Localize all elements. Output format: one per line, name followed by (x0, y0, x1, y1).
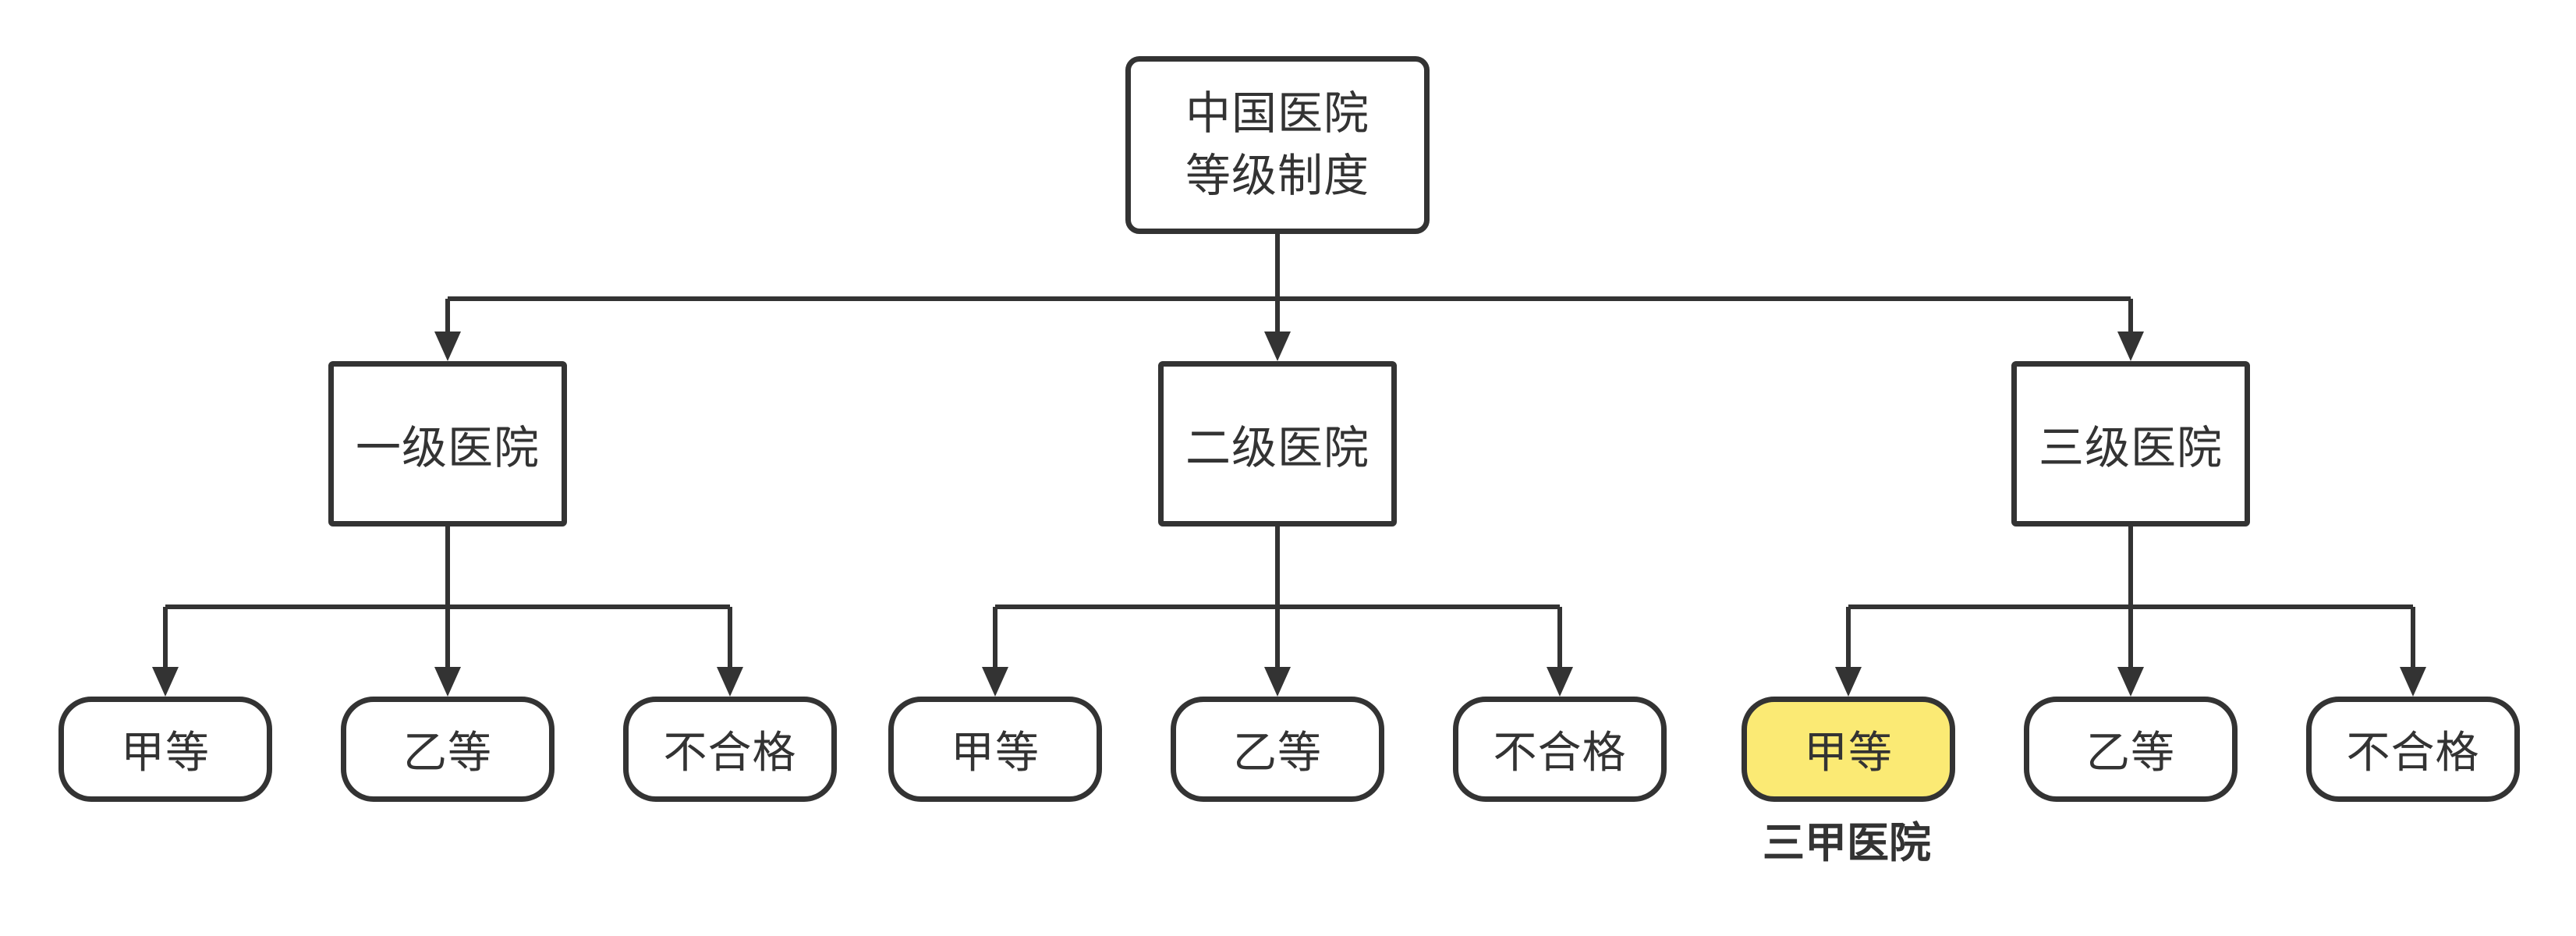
arrowhead-icon (1264, 667, 1291, 697)
connector-path (163, 526, 732, 669)
connector-path (1846, 526, 2415, 669)
connector-level1-to-grades (163, 526, 732, 669)
node-grade-fail-group3: 不合格 (2306, 697, 2520, 802)
arrowhead-icon (1264, 332, 1291, 361)
node-grade-fail-group2: 不合格 (1453, 697, 1667, 802)
node-level-2-hospital: 二级医院 (1158, 361, 1397, 526)
arrowhead-icon (2117, 332, 2144, 361)
arrowhead-icon (982, 667, 1008, 697)
node-grade-b-group3: 乙等 (2024, 697, 2238, 802)
arrowhead-icon (1547, 667, 1573, 697)
arrowhead-icon (2117, 667, 2144, 697)
connector-level2-to-grades (993, 526, 1562, 669)
node-grade-fail-group1: 不合格 (623, 697, 837, 802)
node-grade-a-group2: 甲等 (888, 697, 1102, 802)
arrowheads-group1 (152, 667, 743, 697)
node-grade-a-group3-highlighted: 甲等 (1742, 697, 1955, 802)
node-root-hospital-grading-system: 中国医院 等级制度 (1125, 56, 1430, 234)
arrowhead-icon (1835, 667, 1862, 697)
arrowheads-group3 (1835, 667, 2426, 697)
arrowhead-icon (2400, 667, 2426, 697)
node-level-1-hospital: 一级医院 (328, 361, 567, 526)
connector-path (445, 234, 2133, 335)
node-grade-a-group1: 甲等 (58, 697, 272, 802)
node-grade-b-group1: 乙等 (341, 697, 555, 802)
connector-root-to-level2 (445, 234, 2133, 335)
arrowhead-icon (434, 667, 461, 697)
connector-path (993, 526, 1562, 669)
arrowhead-icon (434, 332, 461, 361)
connector-level3-to-grades (1846, 526, 2415, 669)
arrowhead-icon (152, 667, 179, 697)
annotation-3a-hospital-label: 三甲医院 (1763, 820, 1931, 867)
arrowhead-icon (717, 667, 743, 697)
node-level-3-hospital: 三级医院 (2011, 361, 2250, 526)
arrowheads-group2 (982, 667, 1573, 697)
node-grade-b-group2: 乙等 (1171, 697, 1384, 802)
arrowheads-level2 (434, 332, 2144, 361)
